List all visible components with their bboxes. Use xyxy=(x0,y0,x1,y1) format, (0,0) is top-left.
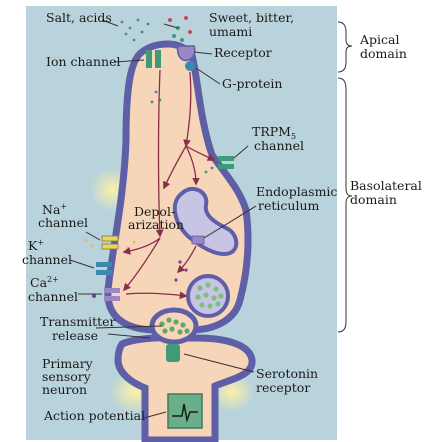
label-action-potential: Action potential xyxy=(43,408,145,423)
action-potential-trace xyxy=(172,403,198,423)
label-apical-domain: Apical domain xyxy=(359,32,407,61)
label-primary-sensory-neuron: Primary sensory neuron xyxy=(42,356,97,397)
label-receptor: Receptor xyxy=(214,45,272,60)
signal-arrows xyxy=(122,69,216,300)
label-ca-channel: channel xyxy=(28,289,78,304)
serotonin-receptor-shape xyxy=(166,344,180,362)
label-k: K+ xyxy=(28,238,44,253)
label-trpm5: TRPM5 xyxy=(252,124,296,141)
label-trpm5-sub: 5 xyxy=(291,132,296,141)
label-basolateral-domain: Basolateral domain xyxy=(350,178,426,207)
label-ca: Ca2+ xyxy=(30,275,59,290)
leader-lines xyxy=(69,19,257,419)
ca-channel-shape xyxy=(104,288,120,301)
label-salt-acids: Salt, acids xyxy=(46,10,112,25)
k-channel-shape xyxy=(96,262,112,275)
transmitter-vesicles xyxy=(159,317,190,335)
label-g-protein: G-protein xyxy=(222,76,282,91)
apical-bracket xyxy=(337,21,353,73)
label-ca-sup: 2+ xyxy=(47,275,59,284)
trpm5-channel-shape xyxy=(218,156,234,169)
label-k-channel: channel xyxy=(22,252,72,267)
label-na-sup: + xyxy=(60,202,67,211)
stimulus-dots xyxy=(84,16,214,298)
label-k-main: K xyxy=(28,238,38,253)
label-na-main: Na xyxy=(42,202,61,217)
vesicle-dots xyxy=(195,282,224,309)
label-reticulum: reticulum xyxy=(258,198,319,213)
endoplasmic-reticulum xyxy=(172,186,239,257)
label-na-channel: channel xyxy=(38,215,88,230)
basolateral-bracket xyxy=(337,77,353,333)
label-ion-channel: Ion channel xyxy=(46,54,121,69)
label-depolarization: Depol- arization xyxy=(128,204,184,232)
er-channel-shape xyxy=(191,235,205,245)
label-k-sup: + xyxy=(37,238,44,247)
label-trpm5-channel: channel xyxy=(254,138,304,153)
label-serotonin-receptor: Serotonin receptor xyxy=(256,366,322,395)
ion-channel-shape xyxy=(146,50,161,68)
label-ca-main: Ca xyxy=(30,275,48,290)
label-na: Na+ xyxy=(42,202,67,217)
label-endoplasmic: Endoplasmic xyxy=(256,184,337,199)
g-protein-shape xyxy=(185,61,195,71)
label-sweet: Sweet, bitter, umami xyxy=(209,10,298,39)
receptor-shape xyxy=(176,45,196,62)
label-trpm5-main: TRPM xyxy=(252,124,291,139)
label-transmitter-release: Transmitter release xyxy=(40,314,120,343)
na-channel-shape xyxy=(101,235,119,250)
